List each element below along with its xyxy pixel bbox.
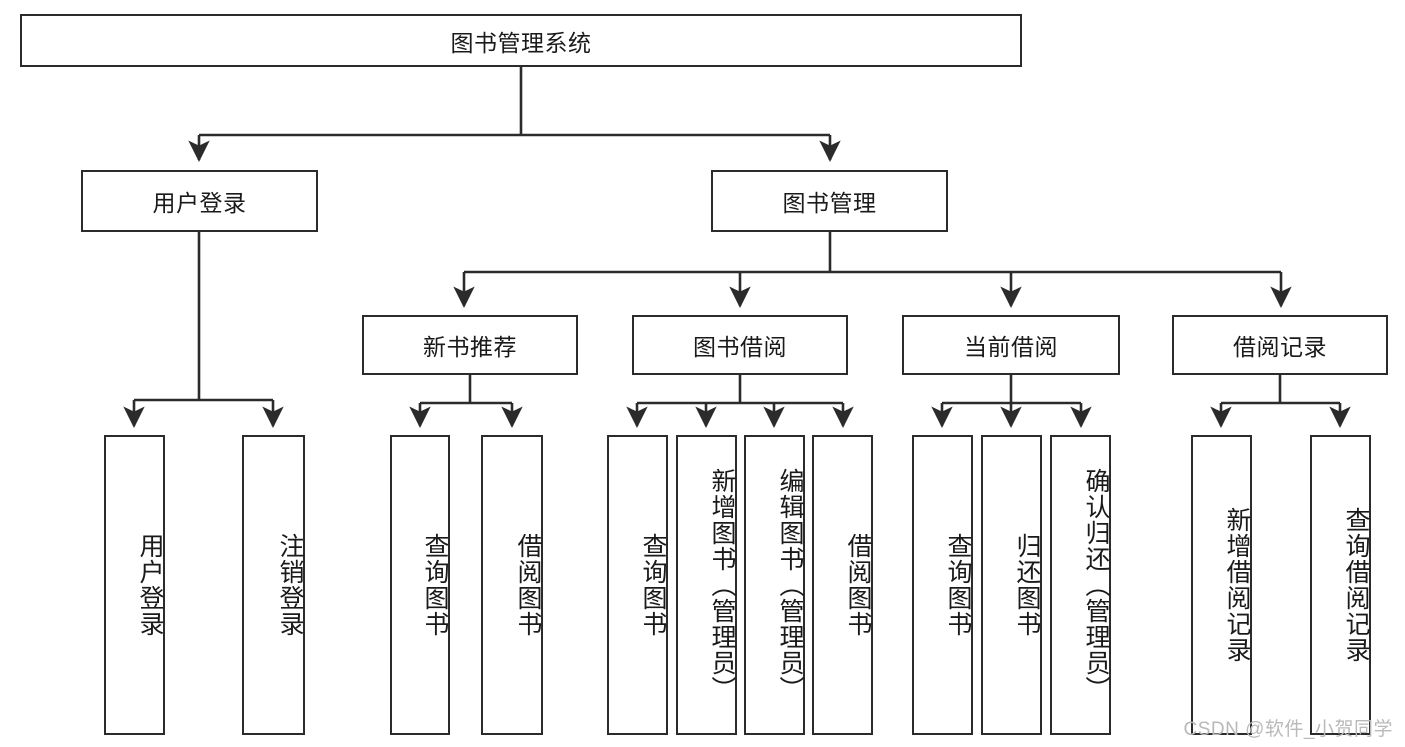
node-user-login-label: 用户登录 (152, 190, 247, 216)
leaf-query-borrow-record-label: 查询借阅记录 (1342, 507, 1370, 663)
node-current-borrow[interactable]: 当前借阅 (902, 315, 1120, 375)
leaf-query-book-borrow[interactable]: 查询图书 (607, 435, 668, 735)
leaf-borrow-book[interactable]: 借阅图书 (812, 435, 873, 735)
leaf-query-book-current[interactable]: 查询图书 (912, 435, 973, 735)
leaf-add-borrow-record-label: 新增借阅记录 (1223, 507, 1251, 663)
leaf-borrow-book-label: 借阅图书 (844, 533, 872, 637)
node-root-label: 图书管理系统 (450, 29, 592, 56)
leaf-add-book-admin-label: 新增图书（管理员） (708, 468, 736, 702)
node-borrow-record[interactable]: 借阅记录 (1172, 315, 1388, 375)
leaf-borrow-book-recommendation-label: 借阅图书 (514, 533, 542, 637)
node-new-book-recommendation[interactable]: 新书推荐 (362, 315, 578, 375)
leaf-user-login[interactable]: 用户登录 (104, 435, 165, 735)
leaf-confirm-return-admin[interactable]: 确认归还（管理员） (1050, 435, 1111, 735)
leaf-edit-book-admin[interactable]: 编辑图书（管理员） (744, 435, 805, 735)
leaf-user-login-label: 用户登录 (136, 533, 164, 637)
node-borrow-record-label: 借阅记录 (1233, 334, 1327, 360)
leaf-query-book-recommendation-label: 查询图书 (421, 533, 449, 637)
leaf-add-borrow-record[interactable]: 新增借阅记录 (1191, 435, 1252, 735)
leaf-edit-book-admin-label: 编辑图书（管理员） (776, 468, 804, 702)
leaf-confirm-return-admin-label: 确认归还（管理员） (1082, 468, 1110, 702)
node-current-borrow-label: 当前借阅 (964, 334, 1058, 360)
leaf-add-book-admin[interactable]: 新增图书（管理员） (676, 435, 737, 735)
csdn-watermark: CSDN @软件_小贺同学 (1183, 719, 1393, 740)
node-user-login[interactable]: 用户登录 (81, 170, 318, 232)
leaf-borrow-book-recommendation[interactable]: 借阅图书 (481, 435, 543, 735)
leaf-query-book-recommendation[interactable]: 查询图书 (390, 435, 450, 735)
node-root[interactable]: 图书管理系统 (20, 14, 1022, 67)
node-book-management-label: 图书管理 (782, 190, 877, 216)
leaf-query-borrow-record[interactable]: 查询借阅记录 (1310, 435, 1371, 735)
leaf-query-book-borrow-label: 查询图书 (639, 533, 667, 637)
leaf-logout[interactable]: 注销登录 (242, 435, 305, 735)
node-book-borrow-label: 图书借阅 (693, 334, 787, 360)
node-book-borrow[interactable]: 图书借阅 (632, 315, 848, 375)
leaf-return-book-label: 归还图书 (1013, 533, 1041, 637)
leaf-query-book-current-label: 查询图书 (944, 533, 972, 637)
leaf-return-book[interactable]: 归还图书 (981, 435, 1042, 735)
node-new-book-recommendation-label: 新书推荐 (423, 334, 517, 360)
node-book-management[interactable]: 图书管理 (711, 170, 948, 232)
leaf-logout-label: 注销登录 (276, 533, 304, 637)
